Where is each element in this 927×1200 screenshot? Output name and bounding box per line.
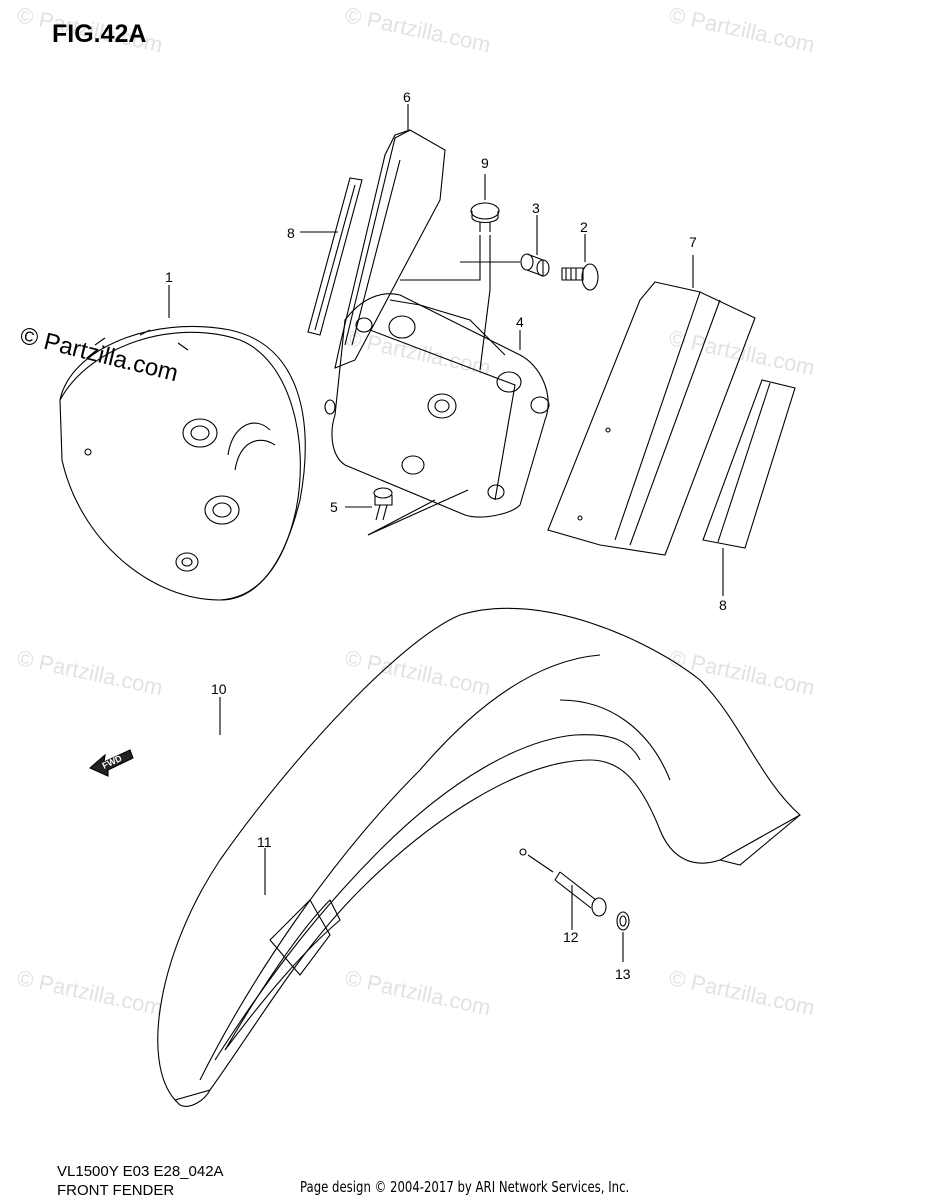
bracket-4 [324, 293, 550, 518]
callout-7: 7 [689, 234, 697, 250]
headlight-housing [59, 326, 306, 601]
bolt-9 [470, 202, 500, 232]
callout-4: 4 [516, 314, 524, 330]
callout-8-right: 8 [719, 597, 727, 613]
callout-11: 11 [257, 834, 272, 850]
cover-6 [334, 129, 446, 369]
washer-13 [616, 911, 630, 931]
model-code: VL1500Y E03 E28_042A [57, 1163, 224, 1180]
section-name: FRONT FENDER [57, 1182, 175, 1199]
callout-5: 5 [330, 499, 338, 515]
callout-10: 10 [211, 681, 227, 697]
bolt-12 [519, 848, 607, 917]
front-fender [157, 607, 801, 1107]
strip-8-left [307, 177, 363, 336]
callout-2: 2 [580, 219, 588, 235]
callout-9: 9 [481, 155, 489, 171]
callout-3: 3 [532, 200, 540, 216]
callout-8-left: 8 [287, 225, 295, 241]
strip-8-right [702, 379, 796, 549]
cover-7 [547, 281, 756, 556]
bolt-5 [373, 487, 393, 521]
fwd-arrow: FWD [88, 749, 134, 777]
figure-title: FIG.42A [52, 20, 147, 48]
page-credit: Page design © 2004-2017 by ARI Network S… [300, 1178, 630, 1196]
collar-3 [520, 253, 550, 277]
callout-6: 6 [403, 89, 411, 105]
callout-12: 12 [563, 929, 579, 945]
callout-13: 13 [615, 966, 631, 982]
bolt-2 [561, 263, 599, 291]
callout-1: 1 [165, 269, 173, 285]
